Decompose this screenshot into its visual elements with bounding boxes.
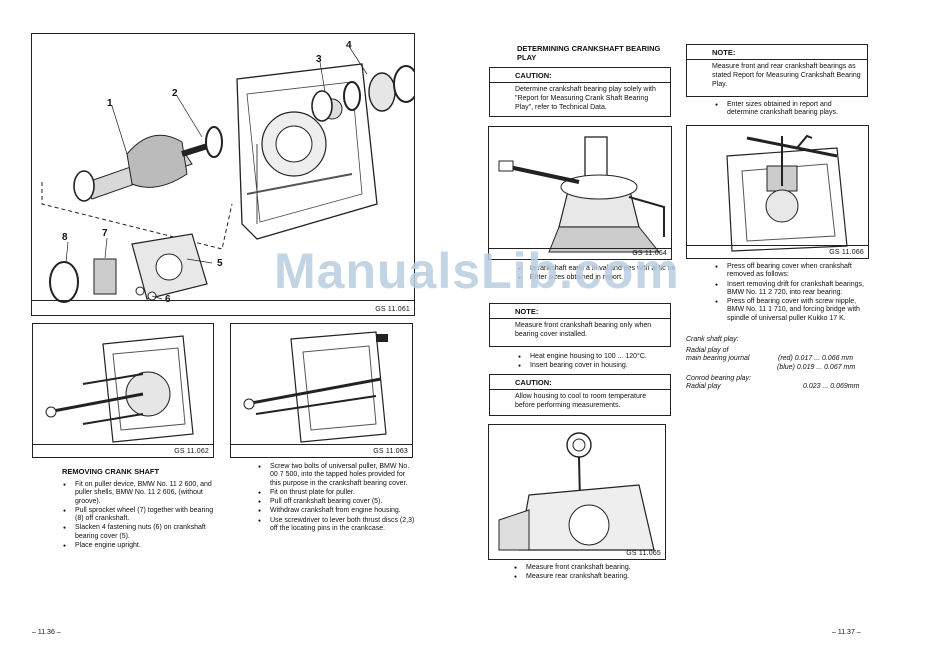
- spec-blue-value: (blue) 0.019 ... 0.067 mm: [777, 364, 856, 371]
- page-number-right: – 11.37 –: [832, 629, 861, 636]
- caution-box-2: CAUTION: Allow housing to cool to room t…: [489, 374, 671, 416]
- callout-4: 4: [346, 40, 352, 51]
- watermark: ManualsLib.com: [274, 243, 680, 299]
- list-item: Place engine upright.: [62, 542, 222, 551]
- list-item: Withdraw crankshaft from engine housing.: [257, 507, 417, 516]
- list-item: Slacken 4 fastening nuts (6) on cranksha…: [62, 524, 222, 541]
- spec-red-value: (red) 0.017 ... 0.066 mm: [778, 355, 854, 362]
- caution-body: Determine crankshaft bearing play solely…: [515, 86, 656, 111]
- puller-drawing-b: [243, 331, 388, 443]
- list-item: Insert bearing cover in housing.: [517, 362, 677, 371]
- note-box-2: NOTE: Measure front and rear crankshaft …: [686, 44, 868, 97]
- list-item: Insert removing drift for crankshaft bea…: [714, 281, 868, 298]
- steps-list-d: Heat engine housing to 100 ... 120°C. In…: [517, 353, 677, 372]
- note-body: Measure front and rear crankshaft bearin…: [712, 63, 861, 88]
- callout-8: 8: [62, 232, 68, 243]
- section-title-removing-crankshaft: REMOVING CRANK SHAFT: [62, 467, 160, 476]
- callout-3: 3: [316, 54, 322, 65]
- figure-crankshaft-withdrawal: GS 11.063: [230, 323, 413, 458]
- spec-conrod-label: Radial play: [686, 383, 721, 390]
- figure-bearing-cover-press: GS 11.066: [686, 125, 869, 259]
- list-item: Press off bearing cover when crankshaft …: [714, 263, 868, 280]
- callout-2: 2: [172, 88, 178, 99]
- caution-title: CAUTION:: [515, 71, 552, 80]
- steps-list-c: Ia rankshaft earin a in val and ees with…: [517, 265, 677, 284]
- steps-list-f: Enter sizes obtained in report and deter…: [714, 101, 864, 119]
- list-item: Measure front crankshaft bearing.: [513, 564, 673, 573]
- caution-title: CAUTION:: [515, 378, 552, 387]
- callout-6: 6: [165, 294, 171, 305]
- spec-radial-line1: Radial play of: [686, 347, 729, 354]
- list-item: Pull sprocket wheel (7) together with be…: [62, 507, 222, 524]
- list-item: Heat engine housing to 100 ... 120°C.: [517, 353, 677, 362]
- steps-list-g: Press off bearing cover when crankshaft …: [714, 263, 868, 324]
- list-item: Fit on thrust plate for puller.: [257, 489, 417, 498]
- caution-body: Allow housing to cool to room temperatur…: [515, 393, 647, 409]
- steps-list-col1: Fit on puller device, BMW No. 11 2 600, …: [62, 481, 222, 551]
- steps-list-e: Measure front crankshaft bearing. Measur…: [513, 564, 673, 583]
- callout-7: 7: [102, 228, 108, 239]
- note-title: NOTE:: [515, 307, 539, 316]
- spec-conrod-heading: Conrod bearing play:: [686, 375, 751, 382]
- figure-label: GS 11.061: [375, 306, 410, 313]
- list-item: Fit on puller device, BMW No. 11 2 600, …: [62, 481, 222, 506]
- puller-drawing-a: [45, 335, 194, 443]
- page-number-left: – 11.36 –: [32, 629, 61, 636]
- figure-label: GS 11.066: [829, 249, 864, 256]
- crankshaft-exploded-drawing: [41, 47, 414, 303]
- press-drawing-e: [726, 134, 848, 252]
- callout-1: 1: [107, 98, 113, 109]
- list-item: Enter sizes obtained in report and deter…: [714, 101, 864, 118]
- measure-drawing-c: [498, 136, 665, 253]
- spec-conrod-value: 0.023 ... 0.069mm: [803, 383, 860, 390]
- spec-radial-line2: main bearing journal: [686, 355, 750, 362]
- figure-label: GS 11.065: [626, 550, 661, 557]
- list-item: Press off bearing cover with screw nippl…: [714, 298, 868, 323]
- section-title-bearing-play: DETERMINING CRANKSHAFT BEARING PLAY: [517, 44, 661, 62]
- list-item: Screw two bolts of universal puller, BMW…: [257, 463, 417, 488]
- figure-bearing-measure-c: GS 11.064: [488, 126, 672, 260]
- note-body: Measure front crankshaft bearing only wh…: [515, 322, 652, 338]
- figure-puller-on-crankcase: GS 11.062: [32, 323, 214, 458]
- callout-5: 5: [217, 258, 223, 269]
- list-item: Ia rankshaft earin a in val and ees with…: [517, 265, 677, 274]
- list-item: Pull off crankshaft bearing cover (5).: [257, 498, 417, 507]
- measure-drawing-d: [498, 432, 655, 551]
- steps-list-col2: Screw two bolts of universal puller, BMW…: [257, 463, 417, 534]
- note-title: NOTE:: [712, 48, 736, 57]
- figure-bearing-measure-d: GS 11.065: [488, 424, 666, 560]
- spec-heading: Crank shaft play:: [686, 336, 739, 343]
- list-item: Enter sizes obtained in report.: [517, 274, 677, 283]
- list-item: Measure rear crankshaft bearing.: [513, 573, 673, 582]
- note-box-1: NOTE: Measure front crankshaft bearing o…: [489, 303, 671, 347]
- caution-box-1: CAUTION: Determine crankshaft bearing pl…: [489, 67, 671, 117]
- figure-label: GS 11.064: [632, 250, 667, 257]
- list-item: Use screwdriver to lever both thrust dis…: [257, 517, 417, 534]
- figure-label: GS 11.063: [373, 448, 408, 455]
- figure-crankshaft-exploded: 1 2 3 4 5 6 7 8 GS 11.061: [31, 33, 415, 316]
- figure-label: GS 11.062: [174, 448, 209, 455]
